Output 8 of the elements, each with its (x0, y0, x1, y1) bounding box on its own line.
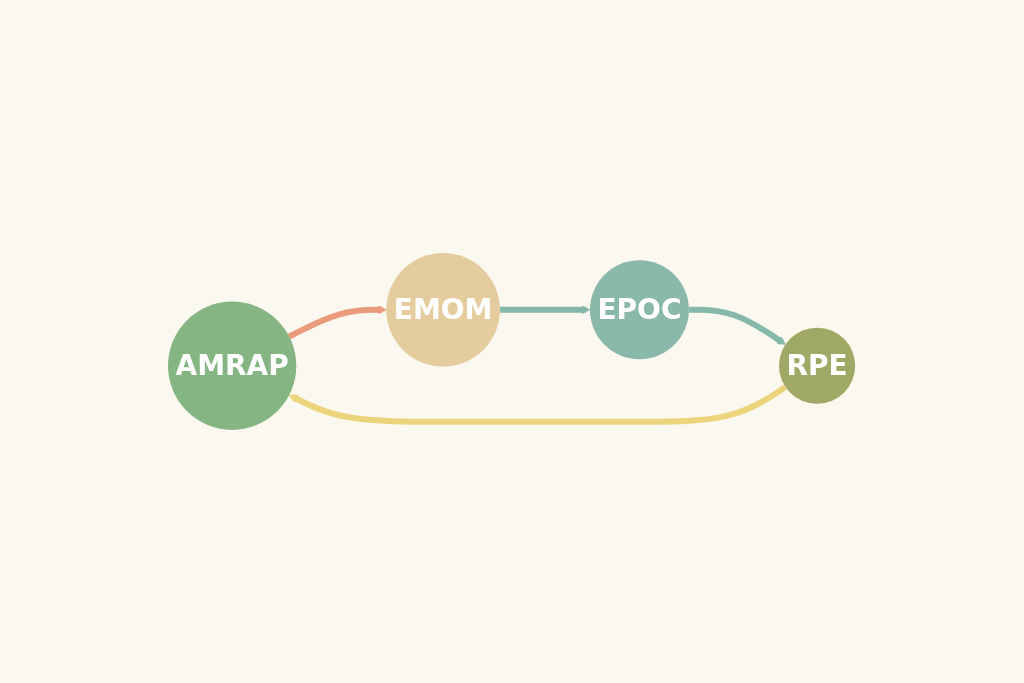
node-circle: AMRAP (168, 301, 297, 430)
arrow (289, 384, 788, 425)
node-circle: EPOC (590, 260, 690, 360)
arrow (689, 306, 787, 345)
node-circle: RPE (779, 327, 856, 404)
arrow (288, 305, 388, 340)
arrow (500, 305, 591, 315)
node-circle: EMOM (386, 253, 501, 367)
